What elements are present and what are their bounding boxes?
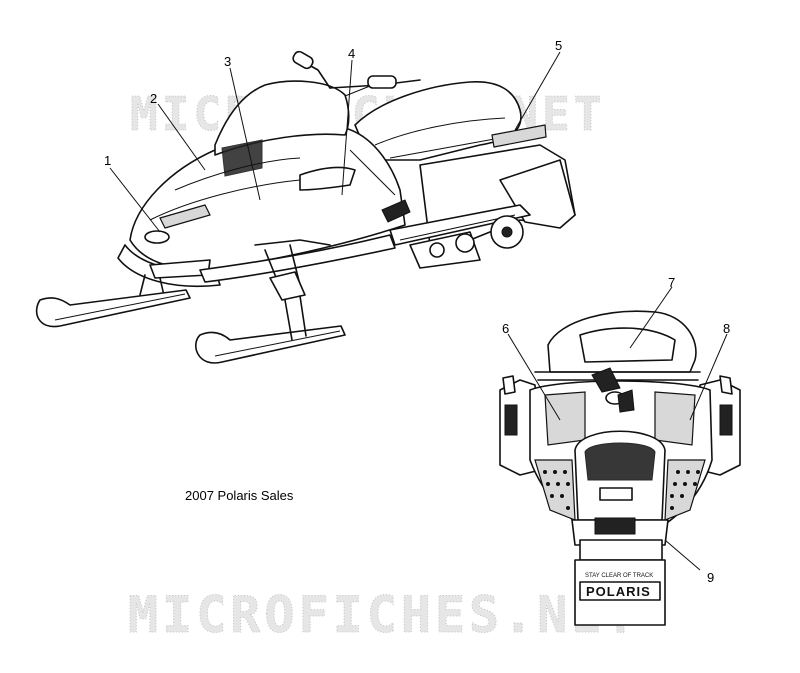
callout-5: 5 [555, 38, 562, 53]
callout-7: 7 [668, 275, 675, 290]
copyright-caption: 2007 Polaris Sales [185, 488, 294, 503]
callout-2: 2 [150, 91, 157, 106]
callout-8: 8 [723, 321, 730, 336]
snow-flap-brand: POLARIS [586, 584, 651, 599]
callout-3: 3 [224, 54, 231, 69]
watermark-bottom: MICROFICHES.NET [128, 586, 640, 644]
callout-9: 9 [707, 570, 714, 585]
leader-lines [109, 51, 728, 571]
snow-flap-warning: STAY CLEAR OF TRACK [585, 573, 653, 579]
watermark-top: MICROFICHES.NET [130, 87, 605, 141]
callout-4: 4 [348, 46, 355, 61]
callout-6: 6 [502, 321, 509, 336]
snowmobile-rear-view: STAY CLEAR OF TRACK POLARIS [499, 310, 741, 626]
callout-1: 1 [104, 153, 111, 168]
snowmobile-side-view [35, 50, 576, 364]
